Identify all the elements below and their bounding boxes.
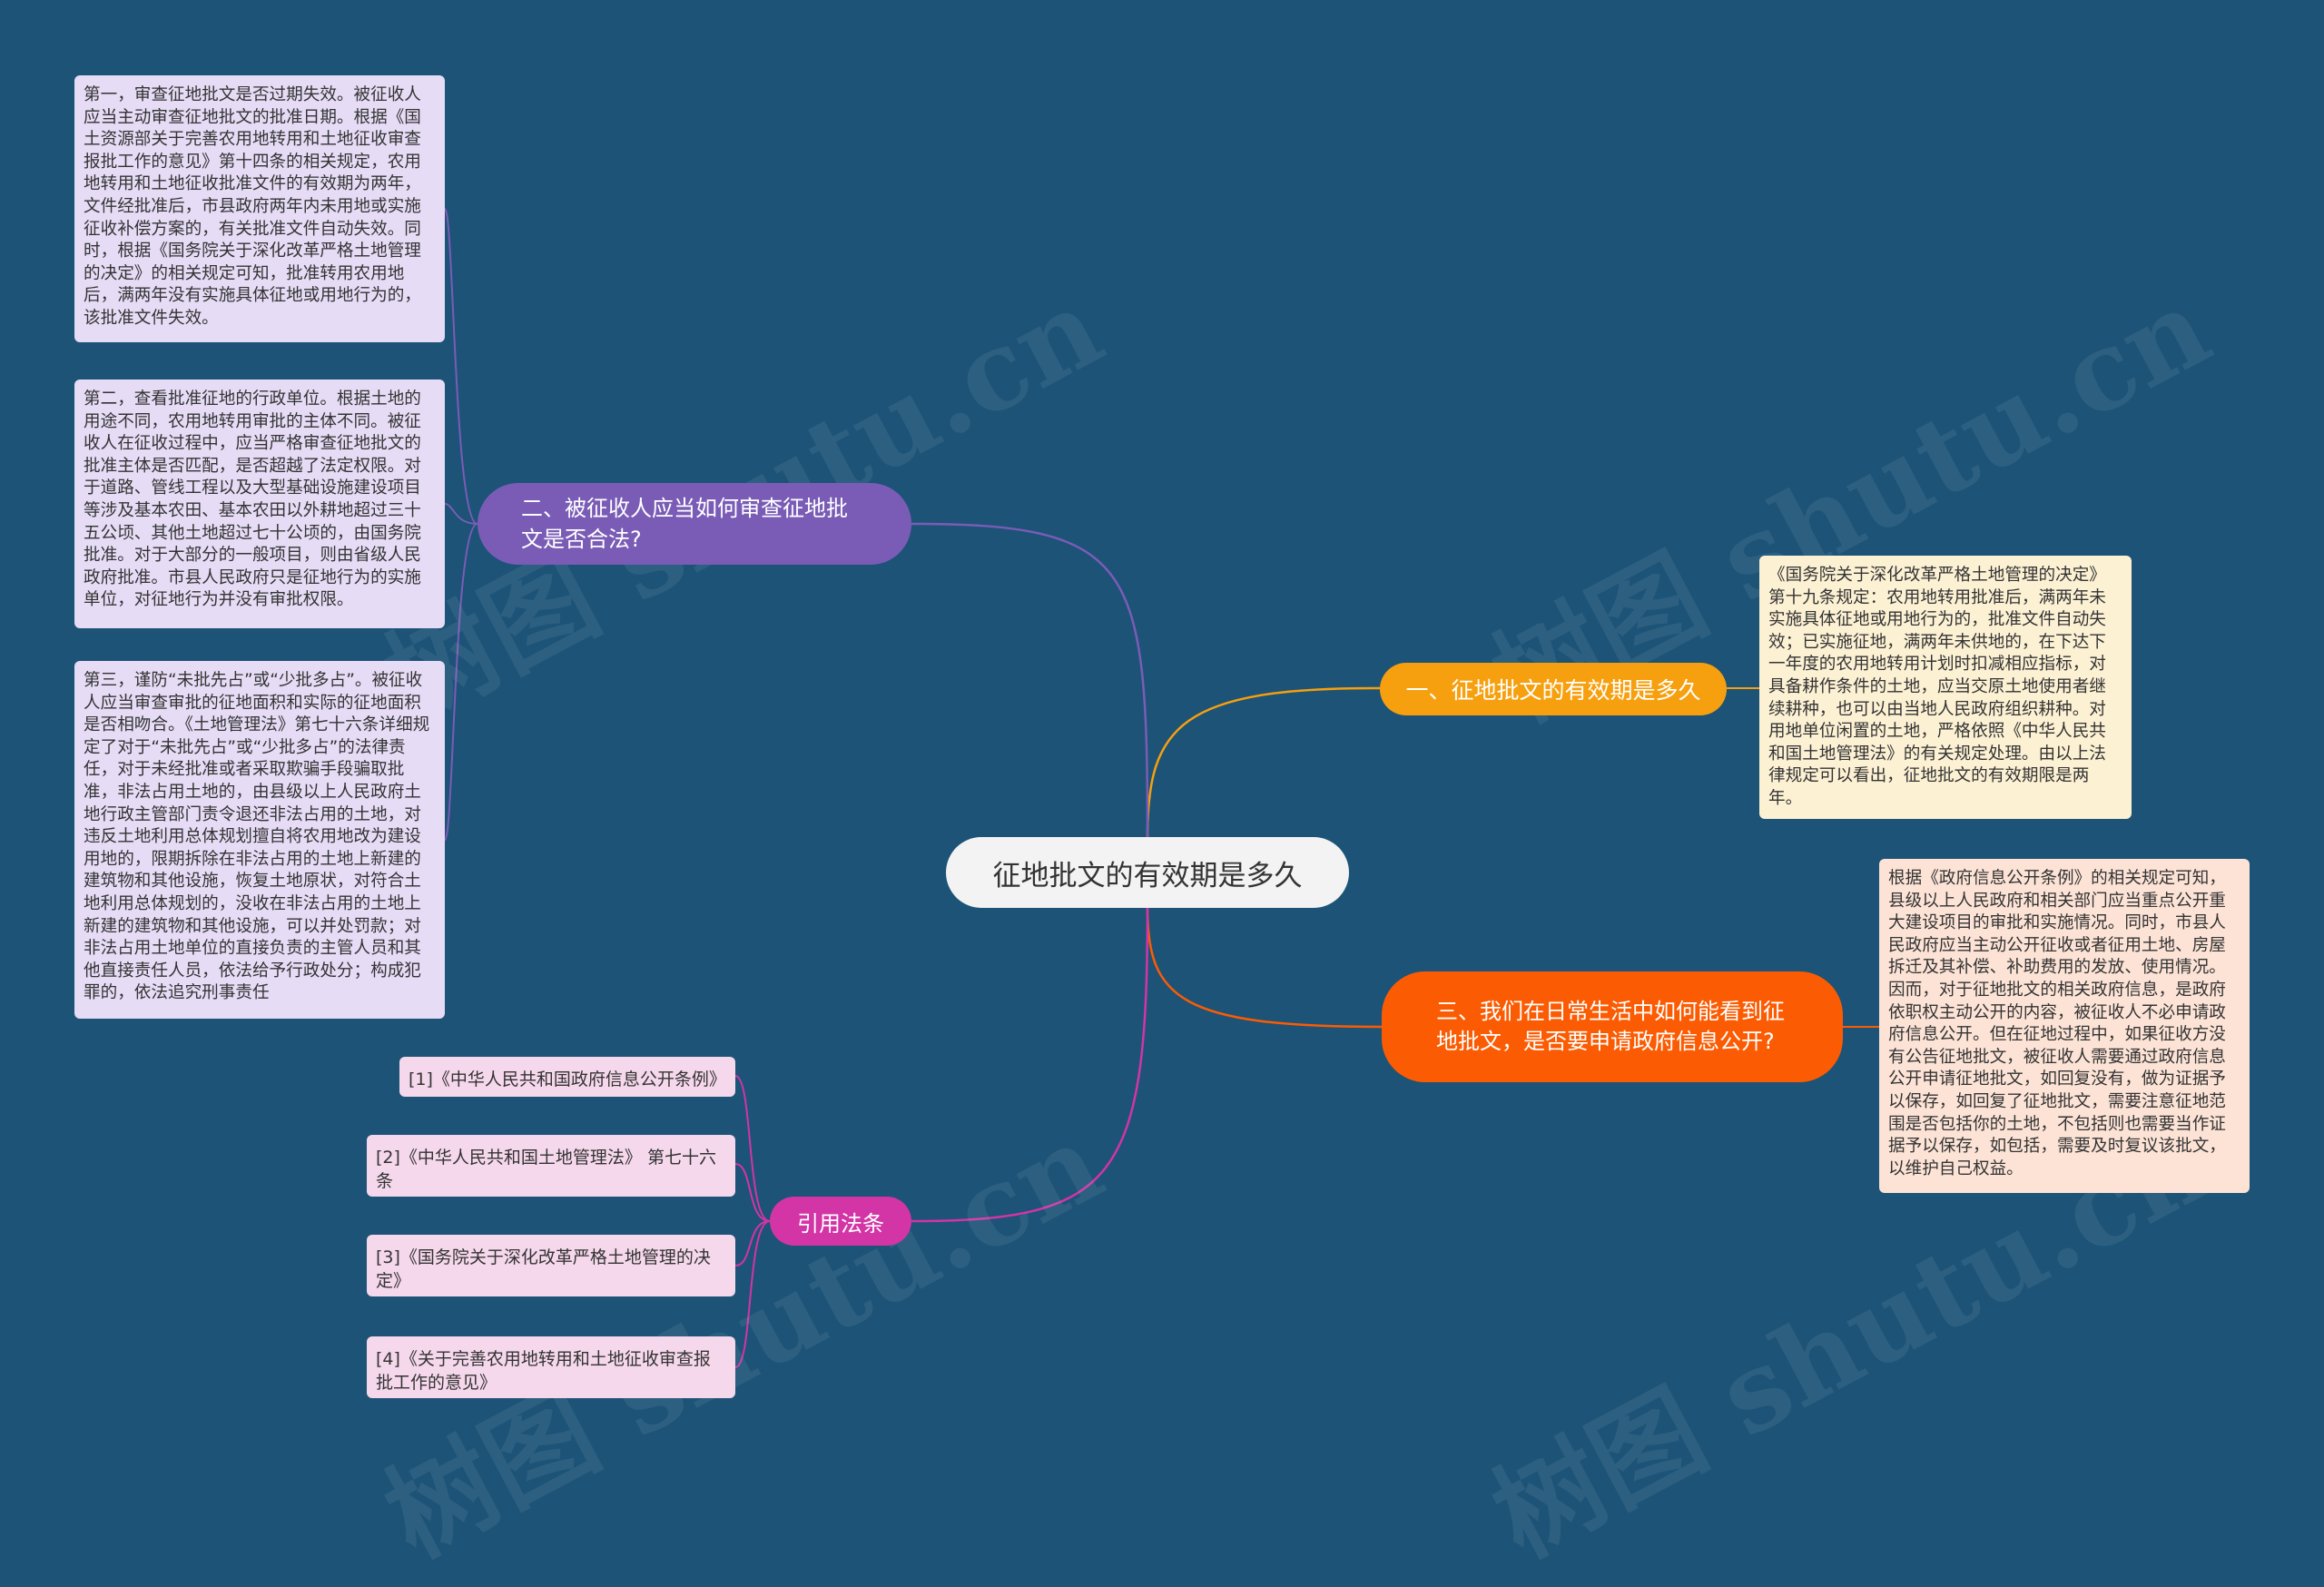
reference-item: [3]《国务院关于深化改革严格土地管理的决定》 — [367, 1235, 735, 1296]
leaf-text: 第二，查看批准征地的行政单位。根据土地的用途不同，农用地转用审批的主体不同。被征… — [84, 389, 421, 610]
link-root-b3 — [1146, 907, 1383, 1029]
reference-item: [2]《中华人民共和国土地管理法》 第七十六条 — [367, 1135, 735, 1197]
link-b4-leaf1 — [734, 1075, 771, 1222]
link-b2-leaf3 — [444, 523, 478, 841]
link-root-b2 — [911, 522, 1149, 838]
leaf-text: 第三，谨防“未批先占”或“少批多占”。被征收人应当审查审批的征地面积和实际的征地… — [84, 671, 430, 1003]
reference-text: [3]《国务院关于深化改革严格土地管理的决定》 — [376, 1247, 711, 1291]
link-b2-leaf1 — [444, 208, 478, 525]
link-b2-leaf2 — [444, 503, 478, 525]
branch-label: 三、我们在日常生活中如何能看到征地批文，是否要申请政府信息公开? — [1436, 999, 1785, 1054]
branch-label: 二、被征收人应当如何审查征地批文是否合法? — [521, 496, 848, 552]
branch-node-disclosure[interactable]: 三、我们在日常生活中如何能看到征地批文，是否要申请政府信息公开? — [1382, 971, 1843, 1082]
reference-item: [4]《关于完善农用地转用和土地征收审查报批工作的意见》 — [367, 1336, 735, 1398]
leaf-note: 第二，查看批准征地的行政单位。根据土地的用途不同，农用地转用审批的主体不同。被征… — [74, 380, 445, 628]
root-node[interactable]: 征地批文的有效期是多久 — [946, 837, 1349, 908]
reference-text: [4]《关于完善农用地转用和土地征收审查报批工作的意见》 — [376, 1349, 711, 1393]
leaf-text: 第一，审查征地批文是否过期失效。被征收人应当主动审查征地批文的批准日期。根据《国… — [84, 85, 421, 328]
reference-text: [1]《中华人民共和国政府信息公开条例》 — [409, 1070, 726, 1089]
leaf-note: 第一，审查征地批文是否过期失效。被征收人应当主动审查征地批文的批准日期。根据《国… — [74, 75, 445, 342]
leaf-note: 《国务院关于深化改革严格土地管理的决定》第十九条规定：农用地转用批准后，满两年未… — [1759, 556, 2132, 819]
branch-node-validity[interactable]: 一、征地批文的有效期是多久 — [1380, 663, 1727, 715]
link-b4-leaf3 — [734, 1220, 771, 1267]
link-b4-leaf2 — [734, 1163, 771, 1222]
root-label: 征地批文的有效期是多久 — [992, 859, 1303, 892]
branch-label: 一、征地批文的有效期是多久 — [1405, 677, 1701, 704]
branch-label: 引用法条 — [797, 1210, 884, 1237]
leaf-text: 根据《政府信息公开条例》的相关规定可知，县级以上人民政府和相关部门应当重点公开重… — [1888, 869, 2226, 1178]
connector-lines — [444, 208, 1879, 1368]
mind-map-canvas: 树图 shutu.cn 树图 shutu.cn 树图 shutu.cn 树图 s… — [74, 75, 2250, 1582]
leaf-note: 第三，谨防“未批先占”或“少批多占”。被征收人应当审查审批的征地面积和实际的征地… — [74, 661, 445, 1019]
reference-item: [1]《中华人民共和国政府信息公开条例》 — [399, 1057, 735, 1097]
link-root-b1 — [1146, 686, 1381, 838]
reference-text: [2]《中华人民共和国土地管理法》 第七十六条 — [376, 1148, 716, 1191]
branch-node-references[interactable]: 引用法条 — [770, 1197, 911, 1246]
leaf-text: 《国务院关于深化改革严格土地管理的决定》第十九条规定：农用地转用批准后，满两年未… — [1768, 566, 2106, 808]
link-root-b4 — [911, 907, 1149, 1223]
branch-node-review[interactable]: 二、被征收人应当如何审查征地批文是否合法? — [478, 483, 911, 565]
link-b4-leaf4 — [734, 1220, 771, 1368]
leaf-note: 根据《政府信息公开条例》的相关规定可知，县级以上人民政府和相关部门应当重点公开重… — [1879, 859, 2250, 1193]
